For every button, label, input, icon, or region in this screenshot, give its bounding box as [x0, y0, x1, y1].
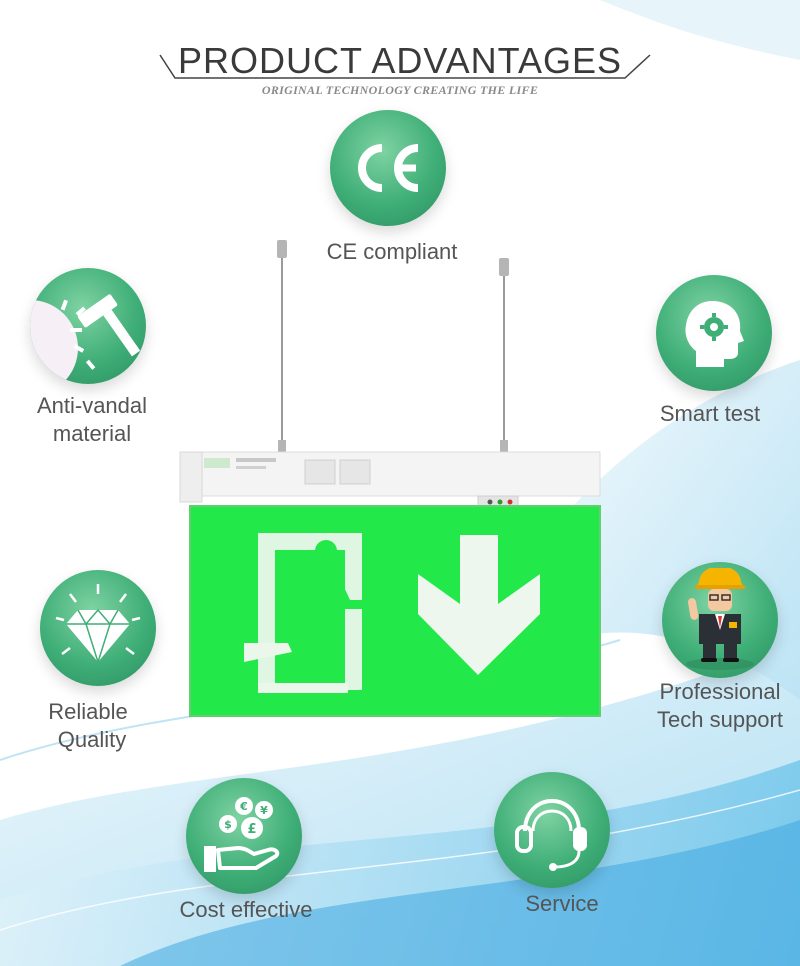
ce-label: CE compliant [326, 239, 458, 264]
svg-text:¥: ¥ [260, 804, 268, 817]
anti-vandal-feature-badge [30, 268, 146, 384]
svg-text:€: € [239, 800, 248, 813]
cost-effective-label: Cost effective [179, 897, 313, 922]
headset-icon [515, 798, 587, 871]
ce-mark-icon [358, 144, 419, 192]
diamond-icon [55, 584, 141, 665]
tech-support-label-line2: Tech support [657, 707, 783, 732]
hammer-icon [30, 294, 141, 384]
page-subtitle: ORIGINAL TECHNOLOGY CREATING THE LIFE [261, 83, 539, 97]
head-gear-icon [685, 301, 744, 367]
reliable-label-line1: Reliable [48, 699, 128, 724]
tech-support-feature-badge [662, 562, 778, 678]
money-hand-icon: € ¥ $ £ [204, 797, 280, 872]
page-title: PRODUCT ADVANTAGES [177, 40, 623, 81]
anti-vandal-label-line1: Anti-vandal [36, 393, 148, 418]
service-feature-badge [494, 772, 610, 888]
engineer-icon [686, 568, 754, 670]
ce-feature-badge [330, 110, 446, 226]
reliable-quality-feature-badge [40, 570, 156, 686]
svg-text:$: $ [224, 818, 232, 831]
svg-text:£: £ [247, 822, 256, 837]
header-divider [159, 54, 651, 79]
service-label: Service [525, 891, 599, 916]
anti-vandal-label-line2: material [52, 421, 132, 446]
cost-effective-feature-badge: € ¥ $ £ [186, 778, 302, 894]
tech-support-label-line1: Professional [659, 679, 781, 704]
smart-test-feature-badge [656, 275, 772, 391]
smart-test-label: Smart test [659, 401, 761, 426]
reliable-label-line2: Quality [57, 727, 127, 752]
